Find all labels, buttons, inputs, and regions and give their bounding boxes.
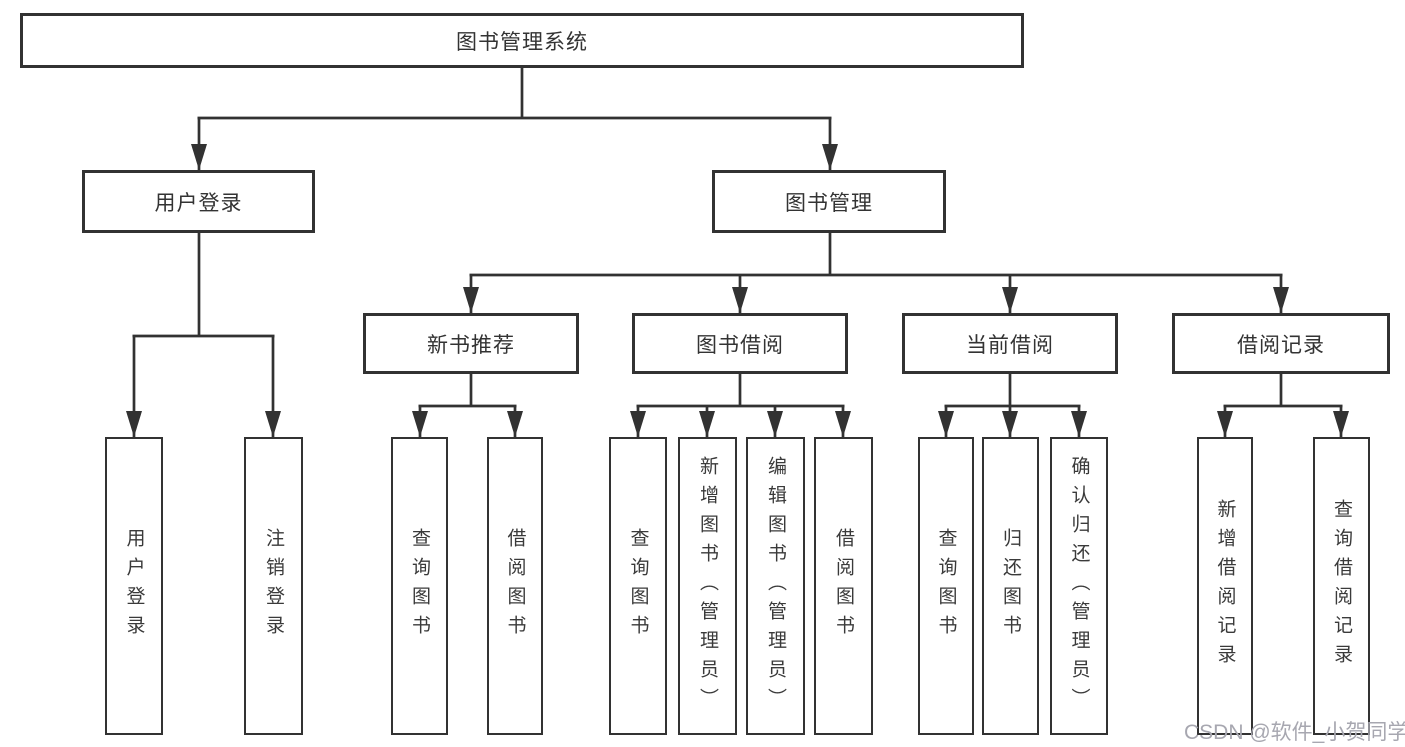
leaf-borrow-books-recommend: 借阅图书 bbox=[487, 437, 543, 735]
node-user-login-branch: 用户登录 bbox=[82, 170, 315, 233]
node-label: 用户登录 bbox=[154, 191, 243, 215]
leaf-query-books-recommend: 查询图书 bbox=[391, 437, 448, 735]
node-root-label: 图书管理系统 bbox=[456, 30, 588, 54]
node-borrow-records: 借阅记录 bbox=[1172, 313, 1390, 374]
leaf-label: 编辑图书（管理员） bbox=[765, 455, 786, 717]
leaf-label: 查询图书 bbox=[409, 528, 430, 644]
csdn-watermark: CSDN @软件_小贺同学 bbox=[1184, 721, 1405, 744]
leaf-add-borrow-record: 新增借阅记录 bbox=[1197, 437, 1253, 735]
leaf-label: 查询图书 bbox=[935, 528, 957, 644]
leaf-label: 查询图书 bbox=[627, 528, 649, 644]
node-label: 借阅记录 bbox=[1237, 333, 1325, 357]
node-label: 新书推荐 bbox=[427, 333, 515, 357]
leaf-label: 新增借阅记录 bbox=[1214, 499, 1236, 673]
leaf-logout: 注销登录 bbox=[244, 437, 303, 735]
node-new-book-recommend: 新书推荐 bbox=[363, 313, 579, 374]
node-root-system: 图书管理系统 bbox=[20, 13, 1024, 68]
leaf-label: 注销登录 bbox=[263, 528, 284, 644]
leaf-label: 用户登录 bbox=[123, 528, 145, 644]
leaf-return-books: 归还图书 bbox=[982, 437, 1039, 735]
leaf-label: 确认归还（管理员） bbox=[1068, 455, 1090, 717]
leaf-query-books-current: 查询图书 bbox=[918, 437, 974, 735]
node-book-management-branch: 图书管理 bbox=[712, 170, 946, 233]
leaf-label: 借阅图书 bbox=[504, 528, 526, 644]
leaf-confirm-return-admin: 确认归还（管理员） bbox=[1050, 437, 1108, 735]
leaf-label: 归还图书 bbox=[1000, 528, 1021, 644]
leaf-query-books-borrow: 查询图书 bbox=[609, 437, 667, 735]
leaf-user-login: 用户登录 bbox=[105, 437, 163, 735]
leaf-label: 查询借阅记录 bbox=[1331, 499, 1352, 673]
leaf-edit-books-admin: 编辑图书（管理员） bbox=[746, 437, 805, 735]
node-label: 图书管理 bbox=[785, 191, 873, 215]
leaf-label: 新增图书（管理员） bbox=[697, 455, 718, 717]
leaf-query-borrow-record: 查询借阅记录 bbox=[1313, 437, 1370, 735]
node-book-borrow: 图书借阅 bbox=[632, 313, 848, 374]
leaf-label: 借阅图书 bbox=[833, 528, 854, 644]
node-label: 当前借阅 bbox=[966, 333, 1054, 357]
leaf-borrow-books: 借阅图书 bbox=[814, 437, 873, 735]
leaf-add-books-admin: 新增图书（管理员） bbox=[678, 437, 737, 735]
node-current-borrow: 当前借阅 bbox=[902, 313, 1118, 374]
node-label: 图书借阅 bbox=[696, 333, 784, 357]
